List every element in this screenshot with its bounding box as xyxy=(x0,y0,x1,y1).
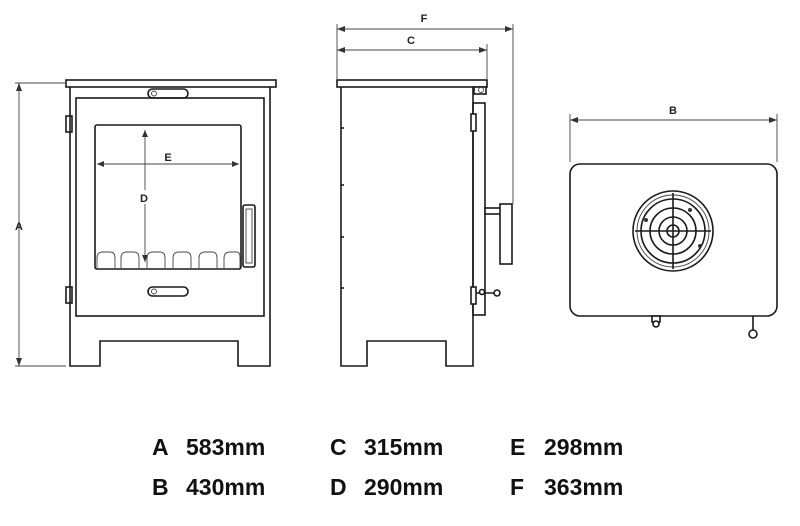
label-e: E xyxy=(164,152,171,164)
dimension-a: A xyxy=(15,82,66,367)
dimension-f: F xyxy=(336,13,514,204)
legend-value: 315mm xyxy=(364,434,444,460)
legend-value: 290mm xyxy=(364,474,444,500)
legend-key: E xyxy=(510,434,526,460)
legend-key: C xyxy=(330,434,347,460)
dimension-e: E xyxy=(97,151,239,167)
legend-item-e: E 298mm xyxy=(510,434,623,461)
side-view xyxy=(336,79,513,367)
dimension-b: B xyxy=(569,105,778,162)
dimension-c: C xyxy=(337,35,488,80)
dimension-legend: A 583mm B 430mm C 315mm D 290mm E 298mm F 363m… xyxy=(0,428,800,518)
legend-key: F xyxy=(510,474,525,500)
legend-value: 430mm xyxy=(186,474,266,500)
legend-key: B xyxy=(152,474,169,500)
legend-item-b: B 430mm xyxy=(152,474,265,501)
label-b: B xyxy=(669,105,677,117)
legend-item-a: A 583mm xyxy=(152,434,265,461)
legend-value: 298mm xyxy=(544,434,624,460)
top-view xyxy=(569,163,778,339)
dimension-d: D xyxy=(135,130,155,262)
legend-key: A xyxy=(152,434,169,460)
legend-key: D xyxy=(330,474,347,500)
legend-item-f: F 363mm xyxy=(510,474,623,501)
legend-value: 363mm xyxy=(544,474,624,500)
label-a: A xyxy=(15,221,23,233)
legend-value: 583mm xyxy=(186,434,266,460)
front-view xyxy=(65,79,277,367)
label-d: D xyxy=(140,193,148,205)
label-f: F xyxy=(421,13,428,25)
legend-item-c: C 315mm xyxy=(330,434,443,461)
stove-dimension-drawing: A D E xyxy=(15,13,778,367)
label-c: C xyxy=(407,35,415,47)
legend-item-d: D 290mm xyxy=(330,474,443,501)
